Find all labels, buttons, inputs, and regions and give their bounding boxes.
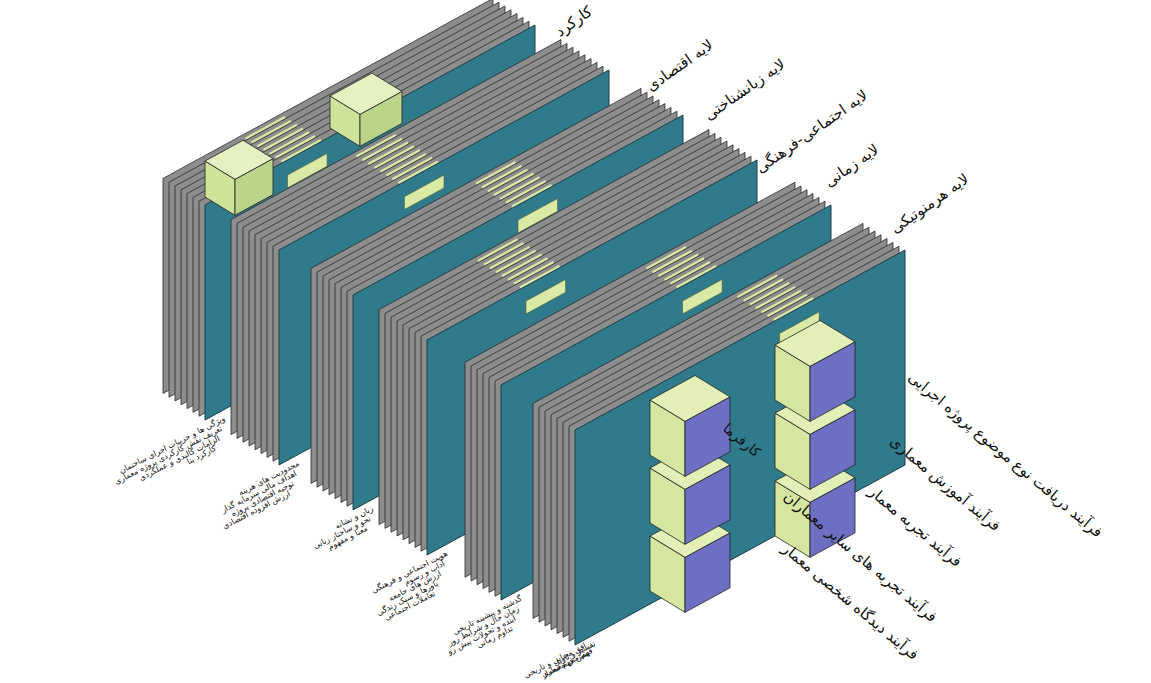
layer-title: لایه زمانی — [822, 141, 883, 191]
actor-label: کارفرما — [720, 420, 764, 461]
teal-layer-plane — [575, 250, 905, 645]
top-cube — [205, 140, 273, 179]
process-cube — [775, 320, 855, 366]
layer-slot — [526, 279, 566, 314]
top-cube — [330, 73, 402, 114]
layer-title: لایه هرمنوتیکی — [888, 171, 973, 238]
actor-cube — [650, 375, 730, 421]
process-label: فرآیند دریافت نوع موضوع پروژه اجرایی — [904, 369, 1105, 542]
layer-title: لایه اقتصادی — [643, 37, 716, 96]
layer-title: کارکرد — [552, 3, 596, 41]
layer-title: لایه زبانشناختی — [701, 56, 788, 124]
